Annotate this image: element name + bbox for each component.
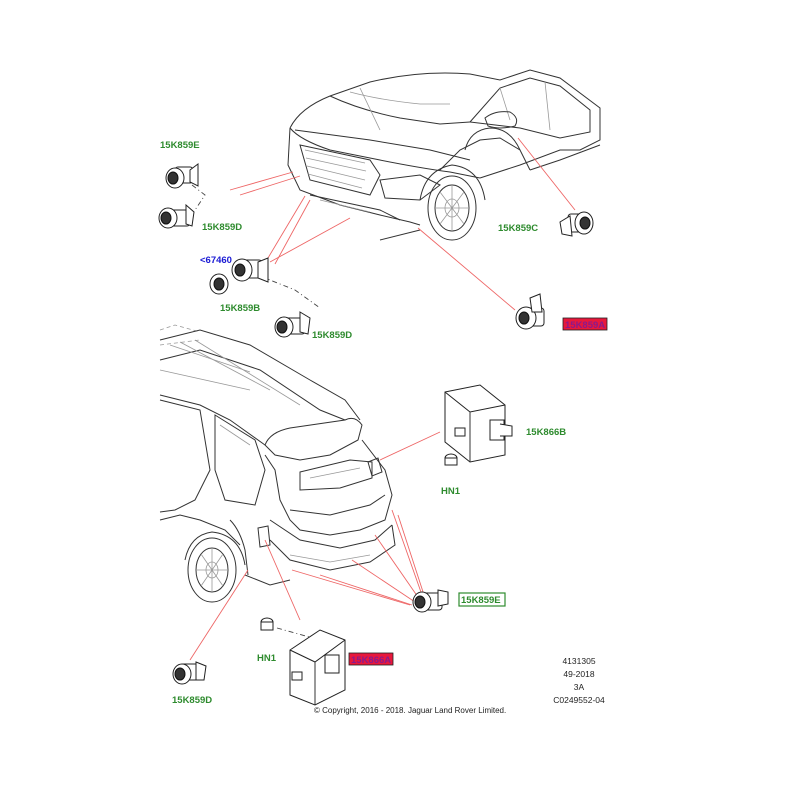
bezel-ring-67460-part [209,273,229,295]
label-15K859A-highlight: 15K859A [562,317,608,331]
label-hn1-left: HN1 [257,653,277,664]
label-15K866B: 15K866B [526,427,566,438]
label-15K866A: 15K866A [351,655,391,666]
diagram-date: 49-2018 [563,669,594,679]
rear-vehicle-illustration [159,324,396,603]
label-15K859B: 15K859B [220,303,260,314]
label-hn1-right: HN1 [441,486,461,497]
sensor-15K859D-top-part [158,203,195,229]
sensor-15K859C-part [559,211,594,237]
module-15K866A-part [289,629,346,706]
label-15K859C: 15K859C [498,223,538,234]
label-15K859A: 15K859A [565,320,605,331]
front-vehicle-illustration [287,69,601,241]
diagram-ref: C0249552-04 [553,695,605,705]
leader-lines [189,137,576,661]
nut-hn1-right-part [444,453,458,466]
label-15K859E-rear-box: 15K859E [458,592,506,607]
module-15K866B-part [444,384,513,463]
sensor-15K859B-part [231,257,269,283]
label-15K859D-mid: 15K859D [312,330,352,341]
sensor-15K859E-rear-part [412,589,449,613]
sensor-15K859A-part [515,293,545,330]
copyright-notice: © Copyright, 2016 - 2018. Jaguar Land Ro… [314,706,506,715]
label-15K859E-rear: 15K859E [461,595,501,606]
label-67460: <67460 [200,255,232,266]
label-15K866A-highlight: 15K866A [348,652,394,666]
label-15K859D-top: 15K859D [202,222,242,233]
sensor-15K859E-top-part [165,163,199,189]
nut-hn1-left-part [260,617,274,631]
sensor-15K859D-mid-part [274,311,311,338]
label-15K859D-bottom: 15K859D [172,695,212,706]
sensor-15K859D-bottom-part [172,661,207,685]
label-15K859E-top: 15K859E [160,140,200,151]
diagram-id: 4131305 [562,656,595,666]
diagram-revision: 3A [574,682,585,692]
